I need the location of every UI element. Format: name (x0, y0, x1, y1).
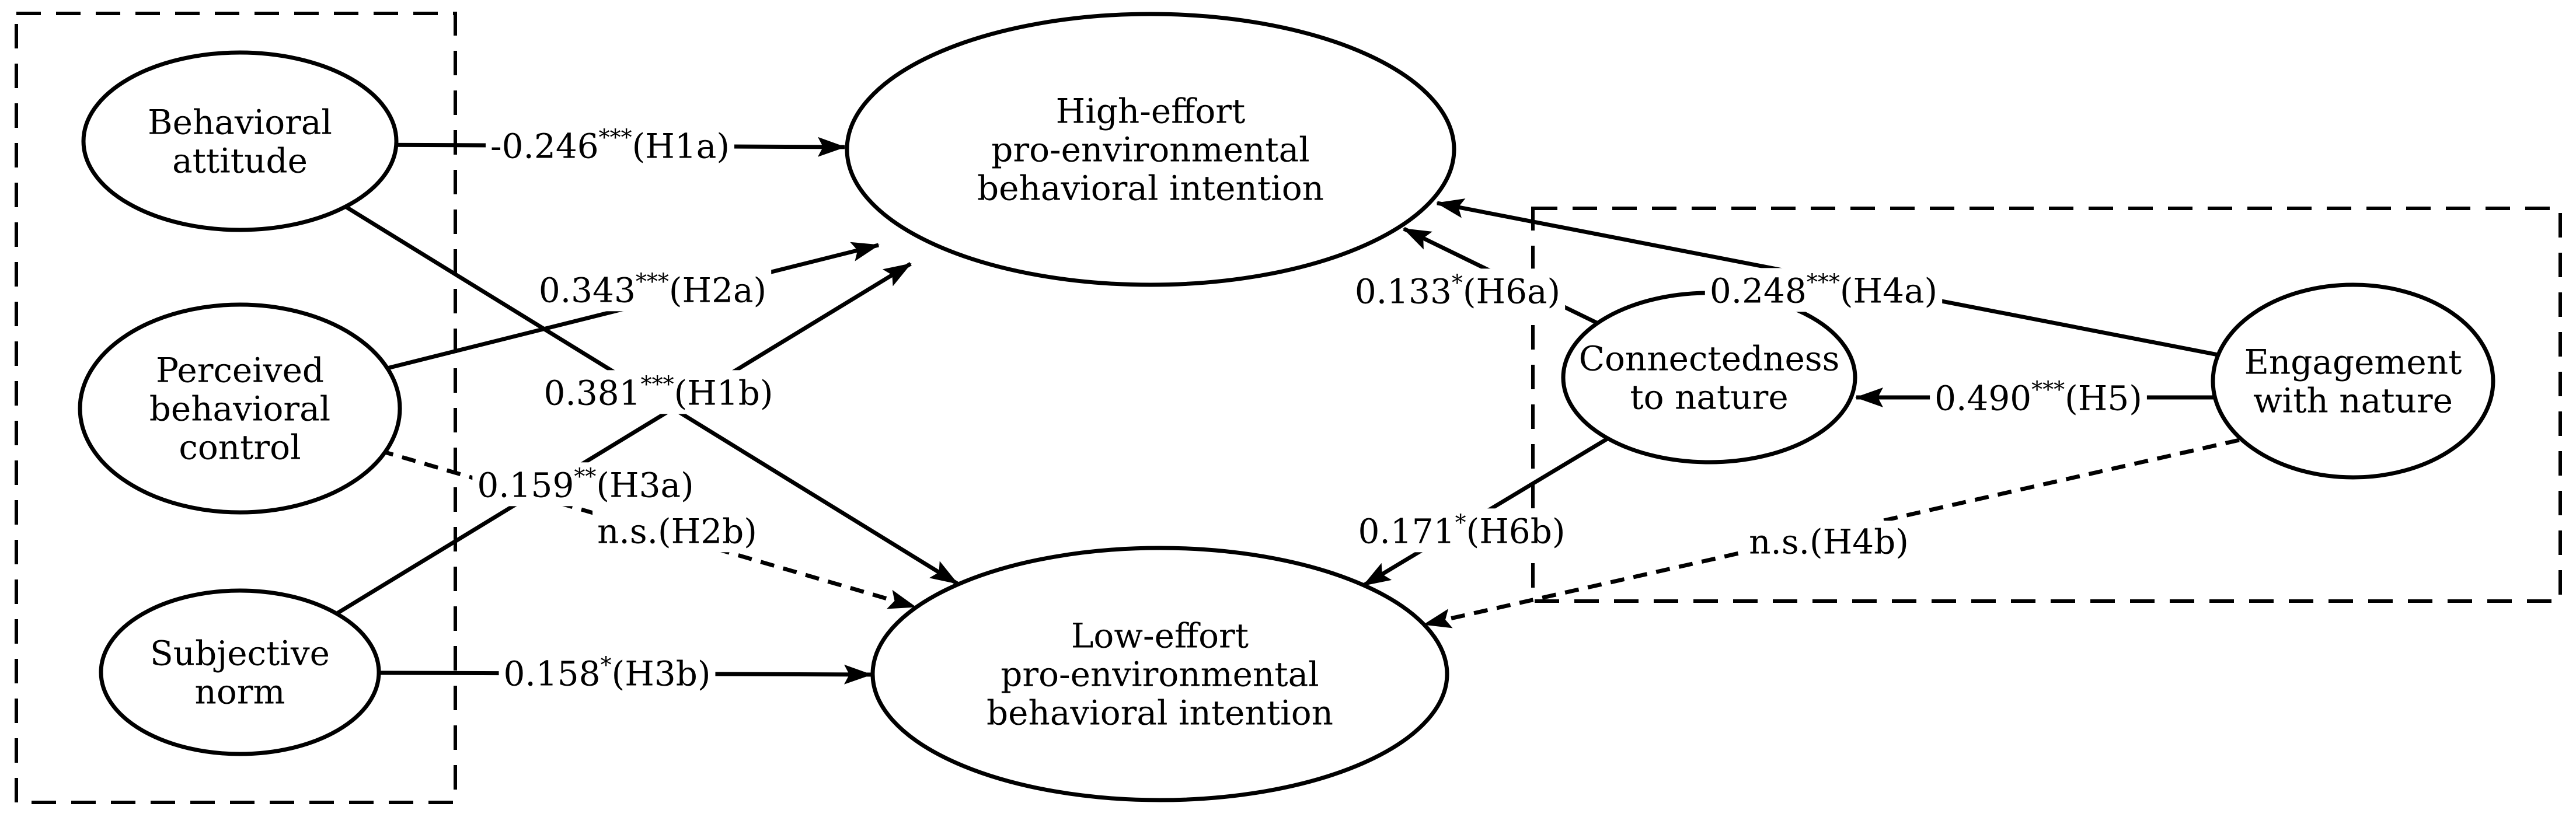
subjective-norm-ellipse (99, 588, 381, 756)
low-effort-intention-ellipse (870, 546, 1449, 802)
path-label-h5-bg (1930, 375, 2147, 420)
path-label-h3a: 0.159**(H3a) (472, 462, 699, 507)
path-label-h4b-bg (1744, 521, 1913, 563)
path-label-h1a-bg (486, 123, 734, 167)
path-label-h6a-bg (1350, 268, 1566, 313)
path-label-h4b-text: n.s.(H4b) (1749, 522, 1909, 561)
path-label-h6b: 0.171*(H6b) (1353, 508, 1570, 553)
edge-labels-layer: -0.246***(H1a) 0.343***(H2a) 0.381***(H1b)… (472, 123, 2147, 695)
path-label-h1b: 0.381***(H1b) (539, 370, 778, 414)
path-label-h3b: 0.158*(H3b) (499, 651, 716, 695)
path-label-h5: 0.490***(H5) (1930, 375, 2147, 420)
path-label-h2a-bg (534, 267, 772, 312)
path-label-h5-text: 0.490***(H5) (1934, 376, 2142, 418)
path-label-h3a-bg (472, 462, 699, 507)
high-effort-intention-ellipse (845, 12, 1456, 287)
path-label-h3b-bg (499, 651, 716, 695)
path-label-h3b-text: 0.158*(H3b) (504, 652, 711, 693)
path-label-h2a-text: 0.343***(H2a) (539, 268, 766, 310)
path-label-h6a: 0.133*(H6a) (1350, 268, 1566, 313)
path-label-h1b-text: 0.381***(H1b) (544, 371, 773, 413)
path-label-h4b: n.s.(H4b) (1744, 521, 1913, 563)
path-label-h1b-bg (539, 370, 778, 414)
engagement-with-nature-ellipse (2211, 282, 2495, 480)
path-h1b-arrow (241, 141, 958, 585)
path-h4b-arrow (1423, 412, 2354, 629)
path-label-h6b-text: 0.171*(H6b) (1358, 509, 1566, 551)
path-label-h1a: -0.246***(H1a) (486, 123, 734, 167)
group-boxes-layer (15, 12, 2562, 804)
theory-of-planned-behavior-group-box (15, 12, 457, 804)
path-label-h4a: 0.248***(H4a) (1704, 268, 1943, 312)
path-label-h2b-bg (592, 510, 762, 553)
path-label-h2b-text: n.s.(H2b) (597, 511, 757, 551)
nature-constructs-group-box (1531, 207, 2562, 603)
path-label-h4a-text: 0.248***(H4a) (1710, 269, 1937, 310)
path-label-h6b-bg (1353, 508, 1570, 553)
path-label-h6a-text: 0.133*(H6a) (1355, 270, 1560, 311)
path-label-h3a-text: 0.159**(H3a) (477, 463, 693, 505)
behavioral-attitude-ellipse (81, 50, 399, 232)
path-label-h2a: 0.343***(H2a) (534, 267, 772, 312)
path-label-h2b: n.s.(H2b) (592, 510, 762, 553)
perceived-behavioral-control-ellipse (78, 302, 402, 515)
path-label-h1a-text: -0.246***(H1a) (490, 124, 730, 166)
path-label-h4a-bg (1704, 268, 1943, 312)
